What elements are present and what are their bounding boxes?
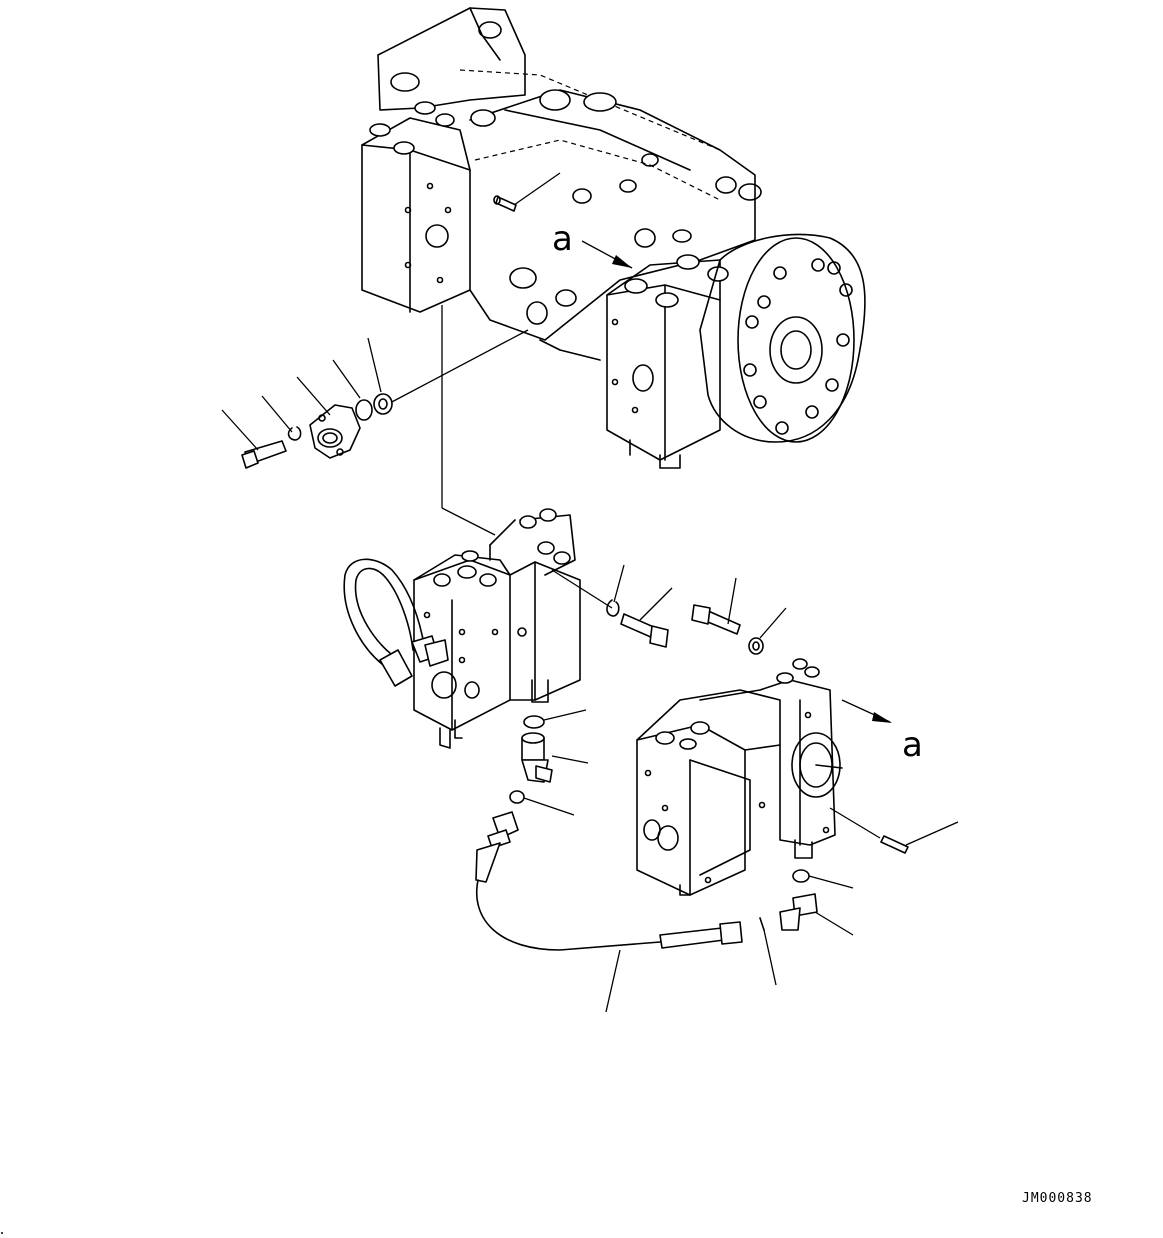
control-valve-assembly-right: a <box>636 658 959 896</box>
view-marker-a-top: a <box>552 219 573 259</box>
control-valve-assembly-left <box>343 508 581 749</box>
main-pump-assembly: a <box>361 7 866 469</box>
sensor-fittings <box>475 709 854 1013</box>
drawing-number: JM000838 <box>1022 1191 1093 1206</box>
bolts-and-washers <box>551 564 787 655</box>
flange-parts <box>221 329 529 469</box>
view-marker-a-right: a <box>902 725 923 765</box>
